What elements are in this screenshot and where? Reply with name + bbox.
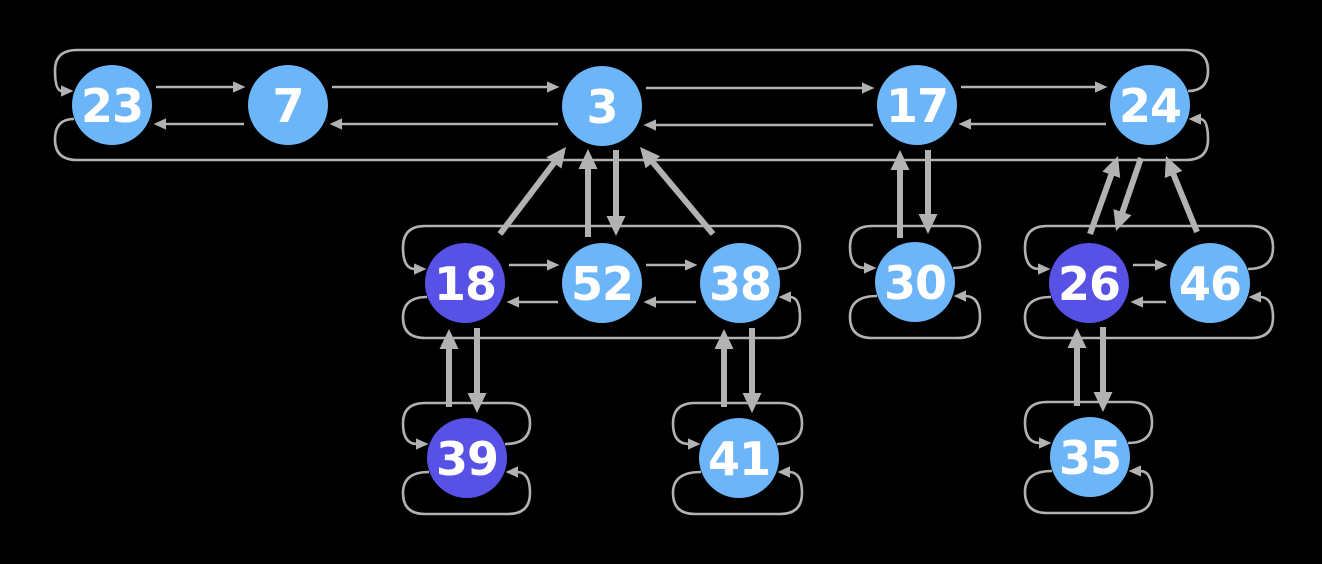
node-circle-30 [875,242,955,322]
node-value-23: 23 [81,79,143,133]
node-value-38: 38 [709,257,771,311]
node-circle-18 [425,243,505,323]
node-value-39: 39 [436,432,498,486]
node-circle-3 [562,66,642,146]
node-18: 18 [425,243,505,323]
parent-arrow-38-3 [640,146,716,236]
list-children-of-26-wrap-prev-wire [1023,465,1154,515]
node-35: 35 [1050,417,1130,497]
node-value-7: 7 [272,79,303,133]
node-39: 39 [427,418,507,498]
node-17: 17 [877,65,957,145]
node-circle-17 [877,65,957,145]
parent-arrow-46-24 [1164,155,1200,234]
list-children-of-24-wrap-next-wire [1023,224,1275,275]
node-41: 41 [699,418,779,498]
node-value-3: 3 [586,80,617,134]
list-children-of-38-wrap-next-wire [671,401,804,450]
node-24: 24 [1110,65,1190,145]
list-children-of-18-wrap-next-wire [401,401,532,450]
list-children-of-3-wrap-prev-wire [401,291,802,340]
node-circle-26 [1049,243,1129,323]
child-arrow-24-26 [1113,157,1144,232]
list-children-of-17-wrap-prev-wire [848,290,982,340]
list-children-of-38-wrap-prev-wire [671,466,804,516]
list-level-root-wrap-prev-wire [53,113,1210,162]
node-26: 26 [1049,243,1129,323]
list-children-of-24-wrap-prev-wire [1023,291,1275,340]
node-3: 3 [562,66,642,146]
node-value-24: 24 [1119,79,1181,133]
node-value-18: 18 [434,257,496,311]
node-value-46: 46 [1179,257,1241,311]
node-value-52: 52 [571,257,633,311]
node-circle-38 [700,243,780,323]
node-circle-35 [1050,417,1130,497]
parent-arrow-18-3 [497,146,567,236]
node-value-41: 41 [708,432,770,486]
node-30: 30 [875,242,955,322]
parent-arrow-26-24 [1087,156,1121,236]
node-circle-46 [1170,243,1250,323]
node-46: 46 [1170,243,1250,323]
node-circle-23 [72,65,152,145]
node-7: 7 [248,65,328,145]
node-circle-39 [427,418,507,498]
node-circle-52 [562,243,642,323]
node-23: 23 [72,65,152,145]
list-children-of-18-wrap-prev-wire [401,466,532,516]
node-circle-41 [699,418,779,498]
list-children-of-17-wrap-next-wire [848,224,982,274]
list-children-of-26-wrap-next-wire [1023,400,1154,449]
node-value-26: 26 [1058,257,1120,311]
node-value-17: 17 [886,79,948,133]
node-52: 52 [562,243,642,323]
node-circle-24 [1110,65,1190,145]
node-value-35: 35 [1059,431,1121,485]
node-value-30: 30 [884,256,946,310]
node-circle-7 [248,65,328,145]
node-38: 38 [700,243,780,323]
list-level-root-wrap-next-wire [53,48,1210,97]
list-children-of-3-wrap-next-wire [401,224,802,275]
